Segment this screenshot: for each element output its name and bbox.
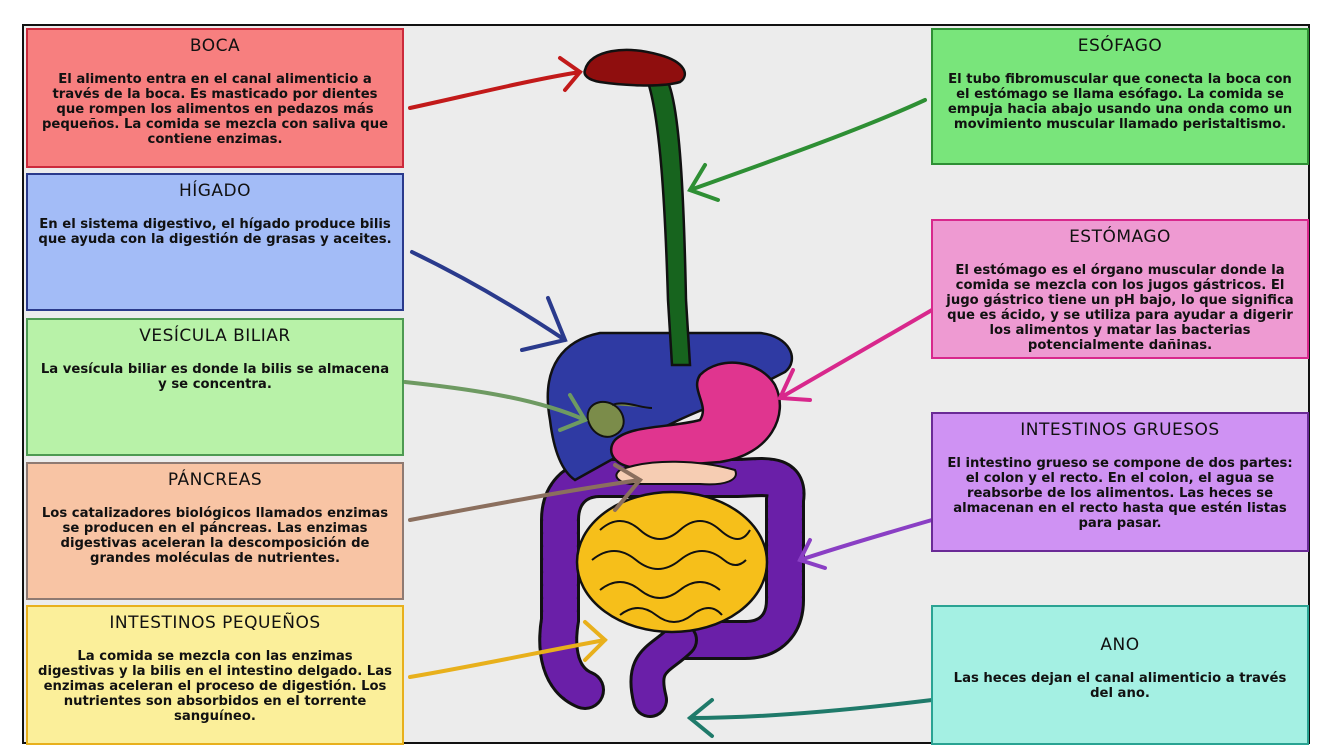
- box-body: El tubo fibromuscular que conecta la boc…: [947, 72, 1293, 132]
- box-boca: BOCA El alimento entra en el canal alime…: [26, 28, 404, 168]
- box-body: El estómago es el órgano muscular donde …: [946, 263, 1294, 353]
- box-intestinos-gruesos: INTESTINOS GRUESOS El intestino grueso s…: [931, 412, 1309, 552]
- box-title: BOCA: [189, 36, 241, 56]
- box-ano: ANO Las heces dejan el canal alimenticio…: [931, 605, 1309, 745]
- box-body: Los catalizadores biológicos llamados en…: [41, 506, 389, 566]
- box-body: El alimento entra en el canal alimentici…: [41, 72, 389, 147]
- box-body: El intestino grueso se compone de dos pa…: [947, 456, 1293, 531]
- box-vesicula: VESÍCULA BILIAR La vesícula biliar es do…: [26, 318, 404, 456]
- box-body: La comida se mezcla con las enzimas dige…: [38, 649, 392, 724]
- box-higado: HÍGADO En el sistema digestivo, el hígad…: [26, 173, 404, 311]
- box-body: Las heces dejan el canal alimenticio a t…: [953, 671, 1287, 701]
- box-body: En el sistema digestivo, el hígado produ…: [38, 217, 392, 247]
- box-estomago: ESTÓMAGO El estómago es el órgano muscul…: [931, 219, 1309, 359]
- box-title: ESÓFAGO: [1077, 36, 1163, 56]
- box-title: ESTÓMAGO: [1069, 227, 1171, 247]
- box-pancreas: PÁNCREAS Los catalizadores biológicos ll…: [26, 462, 404, 600]
- box-title: PÁNCREAS: [167, 470, 263, 490]
- box-title: ANO: [1100, 635, 1140, 655]
- box-title: VESÍCULA BILIAR: [139, 326, 291, 346]
- box-body: La vesícula biliar es donde la bilis se …: [40, 362, 390, 392]
- box-esofago: ESÓFAGO El tubo fibromuscular que conect…: [931, 28, 1309, 165]
- box-title: INTESTINOS GRUESOS: [1020, 420, 1220, 440]
- box-title: INTESTINOS PEQUEÑOS: [109, 613, 321, 633]
- box-intestinos-pequenos: INTESTINOS PEQUEÑOS La comida se mezcla …: [26, 605, 404, 745]
- box-title: HÍGADO: [178, 181, 252, 201]
